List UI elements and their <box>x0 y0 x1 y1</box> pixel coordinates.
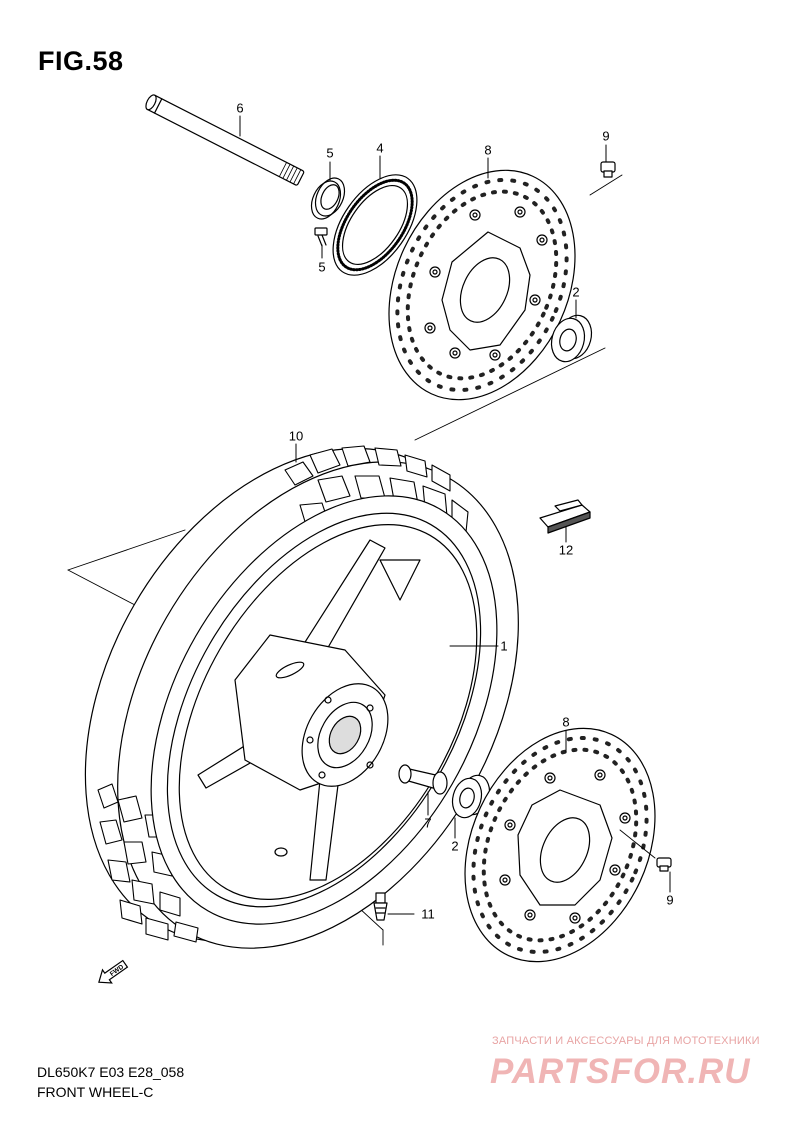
callout-2-upper: 2 <box>572 284 580 300</box>
oil-seal <box>310 177 346 220</box>
wheel-spacer <box>398 764 448 795</box>
callout-6: 6 <box>236 100 244 116</box>
callout-4: 4 <box>376 140 384 156</box>
speed-sensor-bolt <box>314 227 328 247</box>
callout-2-lower: 2 <box>451 838 459 854</box>
brake-disc-upper <box>388 169 576 401</box>
callout-1: 1 <box>500 638 508 654</box>
callout-7: 7 <box>424 815 432 831</box>
callout-9-upper: 9 <box>602 128 610 144</box>
balancer-weight <box>539 499 591 534</box>
figure-title: FIG.58 <box>38 46 124 76</box>
sensor-rotor-ring <box>332 174 418 276</box>
disc-bolt-lower <box>619 829 672 872</box>
assembly-guide-lines <box>67 174 623 946</box>
tire-valve <box>373 892 388 921</box>
callout-8-lower: 8 <box>562 714 570 730</box>
watermark-tagline: ЗАПЧАСТИ И АКСЕССУАРЫ ДЛЯ МОТОТЕХНИКИ <box>492 1035 760 1047</box>
figure-name: FRONT WHEEL-C <box>37 1084 154 1100</box>
callout-3: 5 <box>326 145 334 161</box>
bearing-upper <box>550 314 593 363</box>
brake-disc-lower <box>464 727 656 963</box>
watermark-logo-text: PARTSFOR.RU <box>490 1052 751 1090</box>
callout-11: 11 <box>421 906 435 922</box>
front-axle <box>145 94 305 186</box>
callout-9-lower: 9 <box>666 892 674 908</box>
figure-code: DL650K7 E03 E28_058 <box>37 1064 185 1080</box>
callout-12: 12 <box>558 542 574 558</box>
callout-8-upper: 8 <box>484 142 492 158</box>
wheel-rim <box>150 495 498 925</box>
watermark-logo: PARTSFOR.RU <box>490 1052 751 1090</box>
forward-arrow-icon: FWD <box>98 959 129 984</box>
callout-10: 10 <box>288 428 304 444</box>
leader-lines <box>239 115 671 915</box>
disc-bolt-upper <box>600 161 616 178</box>
callout-5: 5 <box>318 259 326 275</box>
